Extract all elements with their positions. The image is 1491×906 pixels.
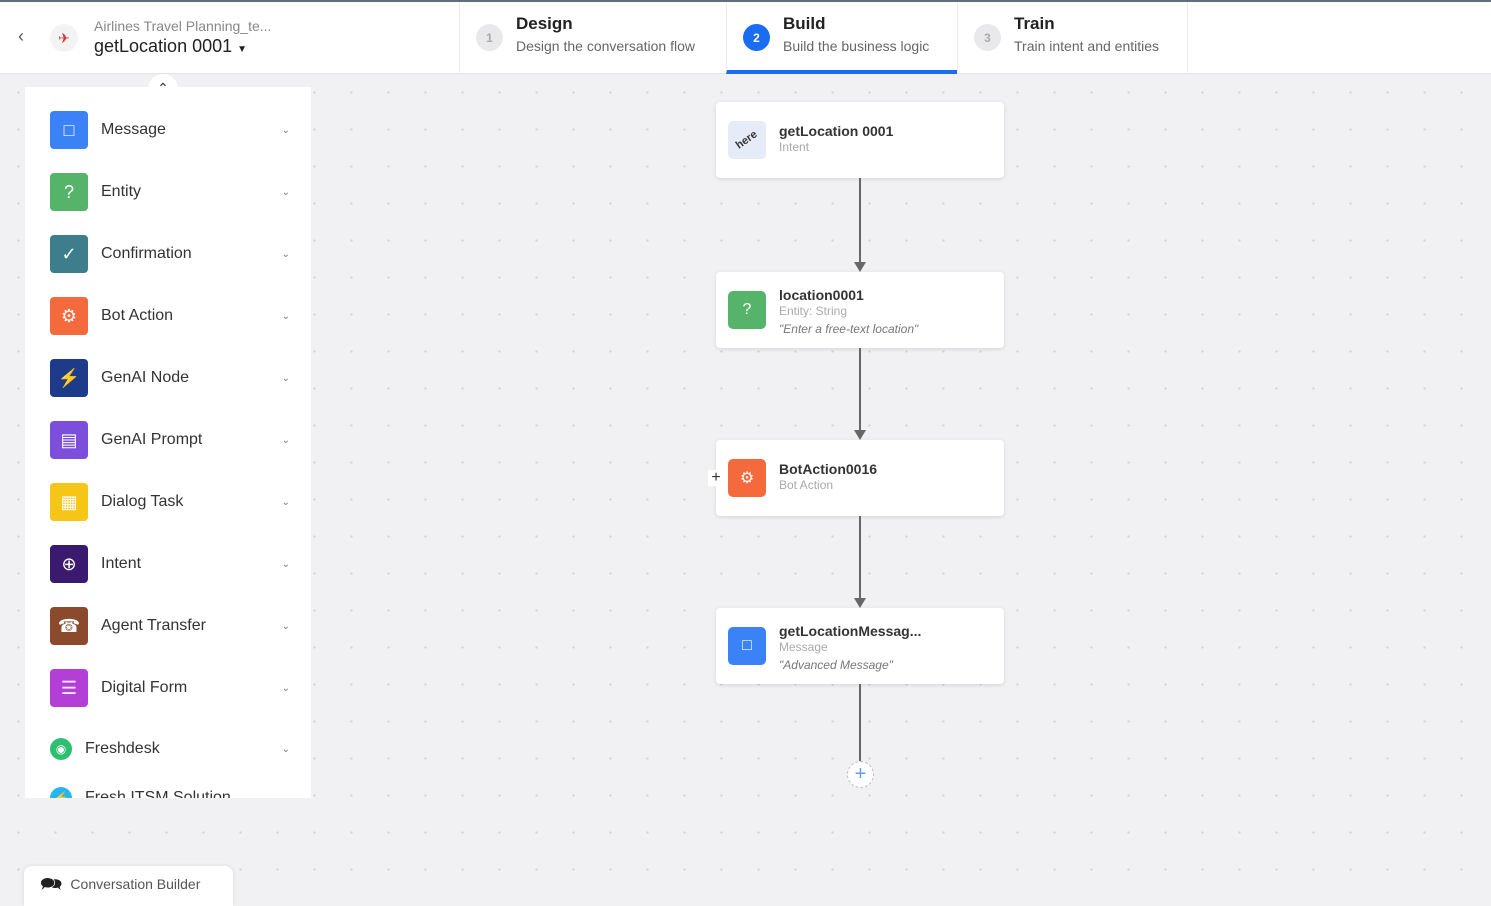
phone-icon: ☎ xyxy=(50,607,88,645)
headset-icon: ◉ xyxy=(50,738,72,760)
tab-build[interactable]: 2 Build Build the business logic xyxy=(726,2,957,74)
palette-item-label: GenAI Node xyxy=(101,369,190,386)
bolt-icon: ⚡ xyxy=(50,359,88,397)
header: ‹ ✈ Airlines Travel Planning_te... getLo… xyxy=(0,0,1491,74)
node-name: getLocation 0001 xyxy=(779,123,894,139)
node-name: getLocationMessag... xyxy=(779,623,922,639)
chevron-down-icon[interactable]: ⌄ xyxy=(281,310,290,322)
step-subtitle: Train intent and entities xyxy=(1014,38,1160,54)
question-bubble-icon: ? xyxy=(50,173,88,211)
flow-node[interactable]: □ getLocationMessag... Message "Advanced… xyxy=(716,608,1004,684)
add-branch-icon[interactable]: + xyxy=(708,469,724,486)
palette-item-label: Entity xyxy=(101,183,142,200)
flow-node[interactable]: ⚙ BotAction0016 Bot Action xyxy=(716,440,1004,516)
step-title: Design xyxy=(516,14,573,33)
palette-item-label: Bot Action xyxy=(101,307,174,324)
connector-line xyxy=(859,178,861,268)
bot-icon: ⚙ xyxy=(728,459,766,497)
flow-name: getLocation 0001 xyxy=(94,36,233,56)
node-palette: □ Message ⌄? Entity ⌄ ✓ Confirmation ⌄ ⚙ Bot Acti… xyxy=(25,87,311,798)
chat-bubbles-icon: 🗪 xyxy=(40,874,63,894)
node-type: Entity: String xyxy=(779,304,848,318)
palette-item-fresh-itsm-solution[interactable]: ⚡ Fresh ITSM Solution ⌄ xyxy=(50,778,290,798)
conversation-builder-label: Conversation Builder xyxy=(70,876,201,892)
step-subtitle: Design the conversation flow xyxy=(516,38,695,54)
bolt-icon: ⚡ xyxy=(50,787,72,798)
tab-design[interactable]: 1 Design Design the conversation flow xyxy=(459,2,726,74)
node-name: BotAction0016 xyxy=(779,461,878,477)
palette-item-label: Freshdesk xyxy=(85,740,160,757)
chevron-down-icon[interactable]: ⌄ xyxy=(281,434,290,446)
document-icon: ▤ xyxy=(50,421,88,459)
here-logo-icon: here xyxy=(728,121,766,159)
project-name: Airlines Travel Planning_te... xyxy=(94,18,272,34)
arrow-head-icon xyxy=(854,262,866,272)
palette-item-bot-action[interactable]: ⚙ Bot Action ⌄ xyxy=(50,296,290,336)
palette-item-intent[interactable]: ⊕ Intent ⌄ xyxy=(50,544,290,584)
node-type: Intent xyxy=(779,140,810,154)
node-name: location0001 xyxy=(779,287,864,303)
connector-line xyxy=(859,684,861,761)
palette-item-genai-node[interactable]: ⚡ GenAI Node ⌄ xyxy=(50,358,290,398)
flow-icon: ▦ xyxy=(50,483,88,521)
palette-item-label: Confirmation xyxy=(101,245,192,262)
chevron-down-icon[interactable]: ⌄ xyxy=(281,186,290,198)
tab-train[interactable]: 3 Train Train intent and entities xyxy=(957,2,1188,74)
question-bubble-icon: ? xyxy=(728,291,766,329)
palette-item-freshdesk[interactable]: ◉ Freshdesk ⌄ xyxy=(50,729,290,769)
flow-selector[interactable]: getLocation 0001 ▼ xyxy=(94,36,247,57)
connector-line xyxy=(859,516,861,604)
chevron-down-icon[interactable]: ⌄ xyxy=(281,792,290,799)
back-icon[interactable]: ‹ xyxy=(18,26,24,46)
step-number: 2 xyxy=(743,24,770,51)
arrow-head-icon xyxy=(854,430,866,440)
add-node-button[interactable]: + xyxy=(847,761,874,788)
palette-item-label: Intent xyxy=(101,555,142,572)
step-number: 3 xyxy=(974,24,1001,51)
palette-item-entity[interactable]: ? Entity ⌄ xyxy=(50,172,290,212)
arrow-head-icon xyxy=(854,598,866,608)
step-subtitle: Build the business logic xyxy=(783,38,930,54)
step-title: Train xyxy=(1014,14,1055,33)
step-number: 1 xyxy=(476,24,503,51)
palette-item-genai-prompt[interactable]: ▤ GenAI Prompt ⌄ xyxy=(50,420,290,460)
chevron-down-icon[interactable]: ⌄ xyxy=(281,620,290,632)
form-icon: ☰ xyxy=(50,669,88,707)
chevron-down-icon[interactable]: ⌄ xyxy=(281,682,290,694)
palette-item-agent-transfer[interactable]: ☎ Agent Transfer ⌄ xyxy=(50,606,290,646)
palette-item-label: Message xyxy=(101,121,166,138)
chat-icon: □ xyxy=(728,627,766,665)
palette-item-digital-form[interactable]: ☰ Digital Form ⌄ xyxy=(50,668,290,708)
collapse-panel-button[interactable]: ⌃ xyxy=(148,74,178,102)
chevron-down-icon[interactable]: ⌄ xyxy=(281,248,290,260)
chevron-down-icon[interactable]: ⌄ xyxy=(281,558,290,570)
palette-item-label: Digital Form xyxy=(101,679,188,696)
palette-item-label: Agent Transfer xyxy=(101,617,206,634)
palette-item-confirmation[interactable]: ✓ Confirmation ⌄ xyxy=(50,234,290,274)
node-type: Message xyxy=(779,640,828,654)
caret-down-icon: ▼ xyxy=(237,44,248,55)
palette-item-label: Fresh ITSM Solution xyxy=(85,789,231,798)
palette-item-label: Dialog Task xyxy=(101,493,184,510)
chevron-down-icon[interactable]: ⌄ xyxy=(281,496,290,508)
chevron-down-icon[interactable]: ⌄ xyxy=(281,372,290,384)
step-title: Build xyxy=(783,14,826,33)
chevron-down-icon[interactable]: ⌄ xyxy=(281,124,290,136)
palette-item-dialog-task[interactable]: ▦ Dialog Task ⌄ xyxy=(50,482,290,522)
node-type: Bot Action xyxy=(779,478,834,492)
flow-node[interactable]: here getLocation 0001 Intent xyxy=(716,102,1004,178)
palette-item-message[interactable]: □ Message ⌄ xyxy=(50,110,290,150)
chevron-down-icon[interactable]: ⌄ xyxy=(281,743,290,755)
palette-item-label: GenAI Prompt xyxy=(101,431,203,448)
crosshair-icon: ⊕ xyxy=(50,545,88,583)
chat-icon: □ xyxy=(50,111,88,149)
connector-line xyxy=(859,348,861,436)
airplane-logo-icon: ✈ xyxy=(50,24,78,52)
flow-node[interactable]: ? location0001 Entity: String "Enter a f… xyxy=(716,272,1004,348)
check-circle-icon: ✓ xyxy=(50,235,88,273)
bot-icon: ⚙ xyxy=(50,297,88,335)
node-prompt: "Enter a free-text location" xyxy=(779,322,919,336)
conversation-builder-tab[interactable]: 🗪 Conversation Builder xyxy=(24,866,233,906)
node-prompt: "Advanced Message" xyxy=(779,658,893,672)
